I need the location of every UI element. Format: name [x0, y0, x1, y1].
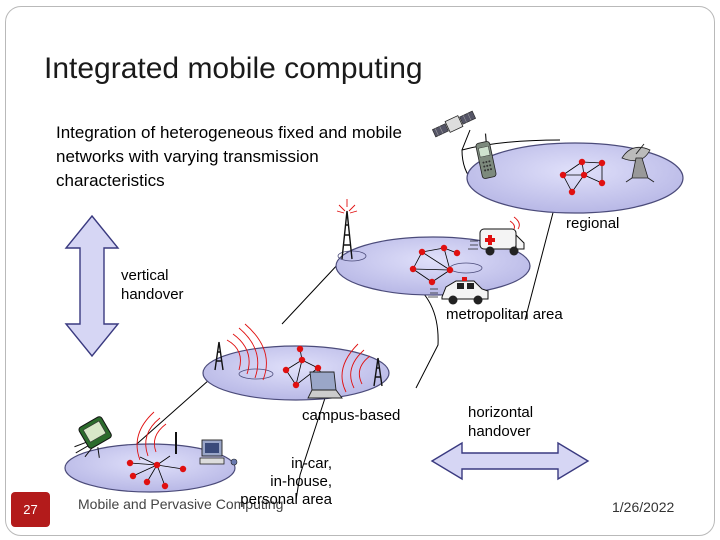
satellite-icon [431, 110, 477, 138]
horizontal-handover-label-line2: handover [468, 423, 531, 440]
campus-cell [202, 345, 390, 401]
slide-intro-text: Integration of heterogeneous fixed and m… [56, 123, 402, 190]
metropolitan-cell [335, 236, 531, 296]
personal-area-cell [64, 443, 236, 493]
vertical-handover-arrow [64, 214, 120, 358]
campus-based-label: campus-based [302, 407, 401, 424]
ambulance-icon [468, 216, 525, 256]
satellite-dish-icon [621, 143, 655, 183]
personal-area-label: in-car, in-house, personal area [230, 455, 332, 509]
footer-course-name: Mobile and Pervasive Computing [78, 496, 284, 512]
personal-area-label-line3: personal area [240, 491, 332, 508]
footer-date: 1/26/2022 [612, 499, 675, 515]
mobile-phone-icon [475, 133, 497, 179]
horizontal-handover-label-line1: horizontal [468, 404, 534, 421]
personal-area-label-line1: in-car, [291, 455, 332, 472]
antenna-tower-icon [341, 343, 383, 393]
vertical-handover-label-line2: handover [121, 286, 184, 303]
laptop-icon [307, 371, 343, 399]
slide-frame [5, 6, 715, 536]
antenna-tower-icon [136, 411, 177, 461]
horizontal-handover-arrow [430, 441, 590, 481]
metropolitan-area-label: metropolitan area [446, 306, 563, 323]
vertical-handover-label-line1: vertical [121, 267, 169, 284]
regional-cell [466, 142, 684, 214]
horizontal-handover-label: horizontal handover [468, 403, 533, 441]
desktop-computer-icon [199, 439, 238, 466]
car-icon [428, 277, 489, 305]
page-number-badge: 27 [11, 492, 50, 527]
antenna-tower-icon [214, 323, 267, 381]
antenna-tower-icon [336, 199, 358, 260]
vertical-handover-label: vertical handover [121, 266, 184, 304]
regional-label: regional [566, 215, 620, 232]
slide-title: Integrated mobile computing [44, 52, 423, 85]
pda-icon [74, 416, 112, 458]
personal-area-label-line2: in-house, [270, 473, 332, 490]
